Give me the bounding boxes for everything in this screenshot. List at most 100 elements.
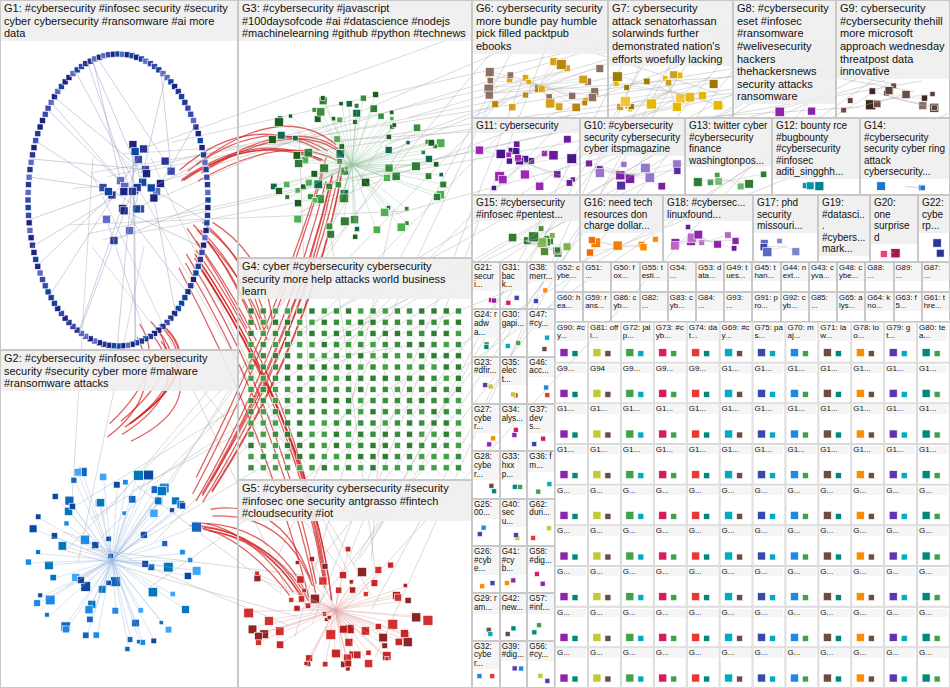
tile-frame: [654, 323, 686, 363]
edge-line: [630, 92, 670, 110]
edge-line: [633, 170, 677, 174]
vertex-icon: [275, 118, 284, 127]
vertex-icon: [405, 597, 411, 603]
edge-bundle: [212, 172, 342, 492]
vertex-icon: [302, 588, 307, 593]
edge-line: [526, 163, 569, 182]
vertex-icon: [823, 389, 831, 397]
tile-frame: [753, 404, 785, 444]
edge-line: [343, 165, 352, 220]
edge-line: [161, 72, 171, 171]
edge-line: [526, 241, 566, 246]
vertex-icon: [513, 533, 518, 538]
vertex-icon: [425, 155, 432, 162]
vertex-icon: [327, 230, 335, 238]
tile-frame: [918, 607, 950, 647]
edge-line: [301, 599, 335, 610]
vertex-icon: [248, 465, 254, 471]
tile-frame: [621, 607, 653, 647]
vertex-icon: [823, 511, 831, 519]
vertex-icon: [126, 227, 134, 235]
vertex-icon: [506, 152, 511, 157]
edge-line: [50, 149, 144, 296]
vertex-icon: [856, 633, 864, 641]
edge-line: [154, 198, 176, 312]
edge-line: [323, 99, 352, 165]
vertex-icon: [407, 454, 413, 460]
edge-line: [405, 35, 692, 425]
vertex-icon: [595, 168, 604, 177]
tile-frame: [654, 363, 686, 403]
vertex-icon: [835, 554, 841, 560]
vertex-icon: [358, 386, 364, 392]
vertex-icon: [370, 386, 376, 392]
vertex-icon: [496, 149, 505, 158]
vertex-icon: [419, 342, 425, 348]
edge-line: [308, 165, 352, 182]
vertex-icon: [333, 319, 339, 325]
vertex-icon: [28, 235, 34, 241]
vertex-icon: [443, 364, 449, 370]
vertex-icon: [297, 576, 304, 583]
vertex-icon: [443, 420, 449, 426]
edge-line: [54, 560, 112, 578]
tile-frame: [819, 363, 851, 403]
vertex-icon: [922, 389, 930, 397]
edge-line: [339, 16, 531, 371]
vertex-icon: [358, 353, 364, 359]
vertex-icon: [434, 193, 441, 200]
vertex-icon: [515, 154, 522, 161]
vertex-icon: [134, 156, 142, 164]
edge-line: [258, 574, 335, 610]
vertex-icon: [605, 676, 611, 682]
vertex-icon: [714, 240, 722, 248]
vertex-icon: [443, 409, 449, 415]
tile-frame: [588, 607, 620, 647]
vertex-icon: [431, 386, 437, 392]
edge-line: [112, 545, 166, 560]
vertex-icon: [295, 188, 300, 193]
vertex-icon: [572, 676, 578, 682]
vertex-icon: [298, 596, 304, 602]
edge-line: [490, 80, 540, 85]
vertex-icon: [605, 432, 611, 438]
vertex-icon: [518, 485, 523, 490]
vertex-icon: [704, 676, 710, 682]
vertex-icon: [514, 141, 520, 147]
edge-line: [49, 560, 112, 617]
vertex-icon: [394, 442, 400, 448]
edge-line: [330, 165, 352, 233]
vertex-icon: [428, 139, 435, 146]
vertex-icon: [790, 633, 798, 641]
vertex-icon: [638, 554, 644, 560]
vertex-icon: [572, 554, 578, 560]
vertex-icon: [205, 197, 211, 203]
tile-frame: [786, 567, 818, 607]
vertex-icon: [737, 183, 744, 190]
vertex-icon: [289, 597, 294, 602]
edge-line: [112, 560, 152, 568]
vertex-icon: [106, 580, 111, 585]
vertex-icon: [737, 595, 743, 601]
vertex-icon: [868, 513, 874, 519]
vertex-icon: [407, 386, 413, 392]
vertex-icon: [405, 207, 409, 211]
vertex-icon: [309, 308, 315, 314]
tile-frame: [918, 363, 950, 403]
vertex-icon: [936, 249, 944, 257]
vertex-icon: [309, 330, 315, 336]
vertex-icon: [125, 646, 130, 651]
vertex-icon: [626, 349, 634, 357]
vertex-icon: [443, 442, 449, 448]
vertex-icon: [370, 431, 376, 437]
vertex-icon: [560, 471, 568, 479]
edge-line: [311, 165, 352, 197]
vertex-icon: [835, 391, 841, 397]
vertex-icon: [248, 442, 254, 448]
vertex-icon: [297, 398, 303, 404]
vertex-icon: [934, 554, 940, 560]
vertex-icon: [397, 223, 405, 231]
vertex-icon: [392, 123, 396, 127]
vertex-icon: [626, 593, 634, 601]
vertex-icon: [272, 319, 278, 325]
